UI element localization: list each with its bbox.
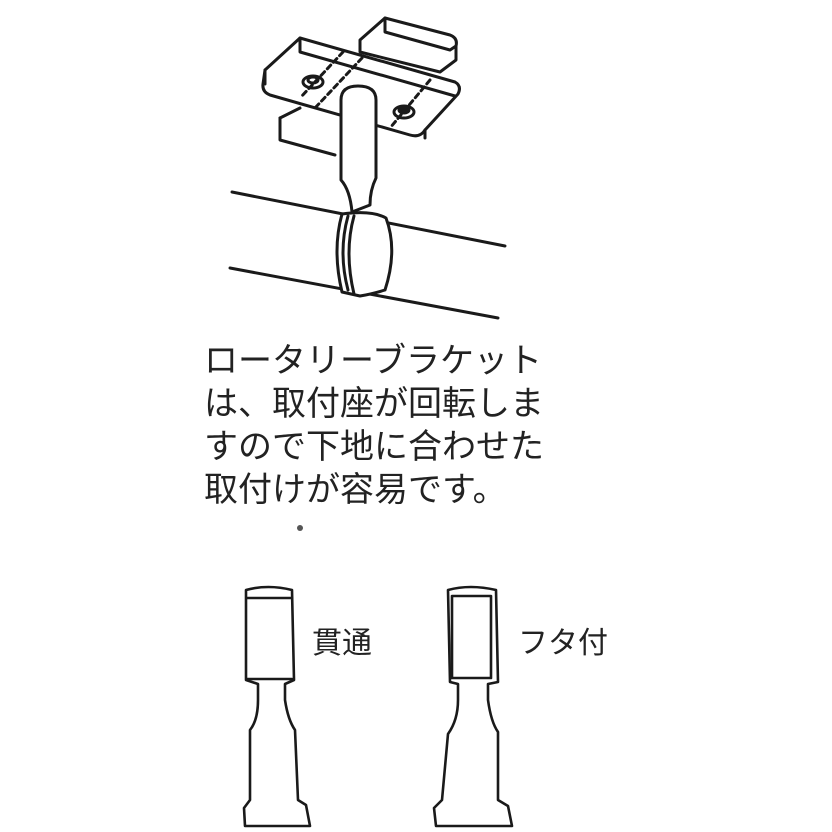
caption-line: ロータリーブラケット — [204, 341, 542, 381]
finial-through — [242, 585, 312, 828]
rod-ring — [335, 211, 394, 298]
label-through: 貫通 — [312, 626, 372, 661]
caption-line: すので下地に合わせた — [204, 427, 544, 467]
label-capped: フタ付 — [518, 626, 608, 661]
speck — [297, 525, 303, 531]
bracket-stem — [339, 84, 378, 214]
description-caption: ロータリーブラケット は、取付座が回転しま すので下地に合わせた 取付けが容易で… — [204, 340, 564, 512]
mounting-plate-back — [358, 16, 458, 74]
caption-line: 取付けが容易です。 — [204, 470, 507, 510]
caption-line: は、取付座が回転しま — [204, 384, 544, 424]
finial-capped — [432, 585, 514, 828]
